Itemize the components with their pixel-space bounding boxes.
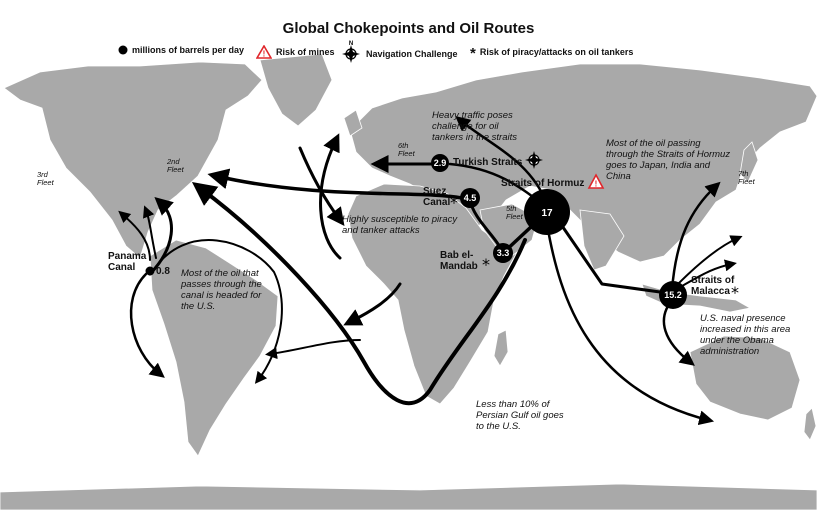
africa-landmass xyxy=(347,183,517,405)
route-hormuz-to-australia xyxy=(545,222,715,426)
australia-landmass xyxy=(689,335,801,421)
new-zealand-landmass xyxy=(803,407,817,441)
suez-value: 4.5 xyxy=(464,193,477,203)
japan-landmass xyxy=(739,141,759,183)
route-suez-to-us xyxy=(207,168,464,200)
panama-canal-label: Panama Canal xyxy=(108,251,147,273)
route-suez-to-atlantic xyxy=(343,282,402,326)
turkish-note: Heavy traffic poses challenge for oil ta… xyxy=(432,110,518,143)
route-africa-to-atlantic xyxy=(265,339,361,360)
route-panama-to-west-coast xyxy=(129,272,165,378)
map-title: Global Chokepoints and Oil Routes xyxy=(282,20,535,37)
legend-mines-label: Risk of mines xyxy=(276,47,335,57)
route-malacca-to-china xyxy=(677,235,743,285)
chokepoint-markers: 17 15.2 4.5 3.3 2.9 xyxy=(145,154,687,309)
greenland-landmass xyxy=(259,53,333,127)
oil-routes xyxy=(118,116,743,426)
barrels-dot-icon xyxy=(118,45,128,55)
second-fleet-label: 2nd Fleet xyxy=(167,157,184,174)
route-hormuz-to-us xyxy=(191,182,527,406)
suez-piracy-icon: * xyxy=(450,193,458,212)
legend-mines: ! Risk of mines xyxy=(256,45,335,59)
land-masses xyxy=(0,53,817,510)
malacca-piracy-icon: * xyxy=(731,283,739,302)
turkish-value: 2.9 xyxy=(434,158,447,168)
route-north-atlantic xyxy=(298,146,345,227)
turkish-navigation-icon xyxy=(525,151,543,169)
babel-circle[interactable] xyxy=(493,243,513,263)
route-panama-to-south-america xyxy=(151,239,283,384)
legend-barrels: millions of barrels per day xyxy=(118,45,244,55)
fifth-fleet-label: 5th Fleet xyxy=(506,204,523,221)
legend-barrels-label: millions of barrels per day xyxy=(132,45,245,55)
north-america-landmass xyxy=(3,61,263,259)
hormuz-label: Straits of Hormuz xyxy=(501,178,585,189)
hormuz-circle[interactable] xyxy=(524,189,570,235)
route-malacca-to-japan xyxy=(670,181,721,292)
india-landmass xyxy=(579,209,625,271)
antarctica-landmass xyxy=(0,483,817,510)
british-isles-landmass xyxy=(343,109,363,137)
hormuz-note: Most of the oil passing through the Stra… xyxy=(606,138,731,182)
panama-value: 0.8 xyxy=(156,266,170,277)
route-malacca-to-pacific xyxy=(681,259,737,287)
legend-navigation-label: Navigation Challenge xyxy=(366,49,458,59)
malacca-label: Straits of Malacca xyxy=(691,275,735,297)
suez-circle[interactable] xyxy=(460,188,480,208)
svg-text:!: ! xyxy=(263,50,266,59)
piracy-note: Highly susceptible to piracy and tanker … xyxy=(342,214,458,236)
route-north-atlantic-loop xyxy=(319,133,342,260)
legend: millions of barrels per day ! Risk of mi… xyxy=(112,41,712,63)
legend-navigation: N Navigation Challenge xyxy=(340,39,458,63)
seventh-fleet-label: 7th Fleet xyxy=(738,169,755,186)
compass-icon: N xyxy=(342,41,360,63)
route-hormuz-to-malacca xyxy=(556,218,662,294)
malacca-circle[interactable] xyxy=(659,281,687,309)
suez-canal-label: Suez Canal xyxy=(423,186,451,208)
hormuz-value: 17 xyxy=(541,208,553,219)
map-symbols: ! * * * xyxy=(450,151,739,302)
persian-gulf-note: Less than 10% of Persian Gulf oil goes t… xyxy=(476,399,564,432)
madagascar-landmass xyxy=(493,329,509,367)
route-panama-north xyxy=(118,210,151,261)
malacca-note: U.S. naval presence increased in this ar… xyxy=(700,313,791,357)
compass-north-letter: N xyxy=(349,41,353,47)
route-panama-to-gulf xyxy=(143,205,157,259)
panama-note: Most of the oil that passes through the … xyxy=(181,268,262,312)
malacca-value: 15.2 xyxy=(664,290,682,300)
piracy-star-icon: * xyxy=(470,45,476,62)
mines-warning-icon: ! xyxy=(256,45,272,59)
hormuz-mines-icon: ! xyxy=(587,173,605,189)
route-malacca-south xyxy=(662,304,695,366)
south-america-landmass xyxy=(149,239,279,457)
svg-text:!: ! xyxy=(595,180,598,189)
babel-value: 3.3 xyxy=(497,248,510,258)
panama-circle[interactable] xyxy=(145,266,155,276)
turkish-circle[interactable] xyxy=(431,154,449,172)
legend-piracy-label: Risk of piracy/attacks on oil tankers xyxy=(479,47,634,57)
turkish-straits-label: Turkish Straits xyxy=(453,157,523,168)
bab-el-mandab-label: Bab el-Mandab xyxy=(440,250,478,272)
babel-piracy-icon: * xyxy=(482,255,490,274)
legend-piracy: * Risk of piracy/attacks on oil tankers xyxy=(470,45,634,62)
third-fleet-label: 3rd Fleet xyxy=(37,170,54,187)
sixth-fleet-label: 6th Fleet xyxy=(398,141,415,158)
